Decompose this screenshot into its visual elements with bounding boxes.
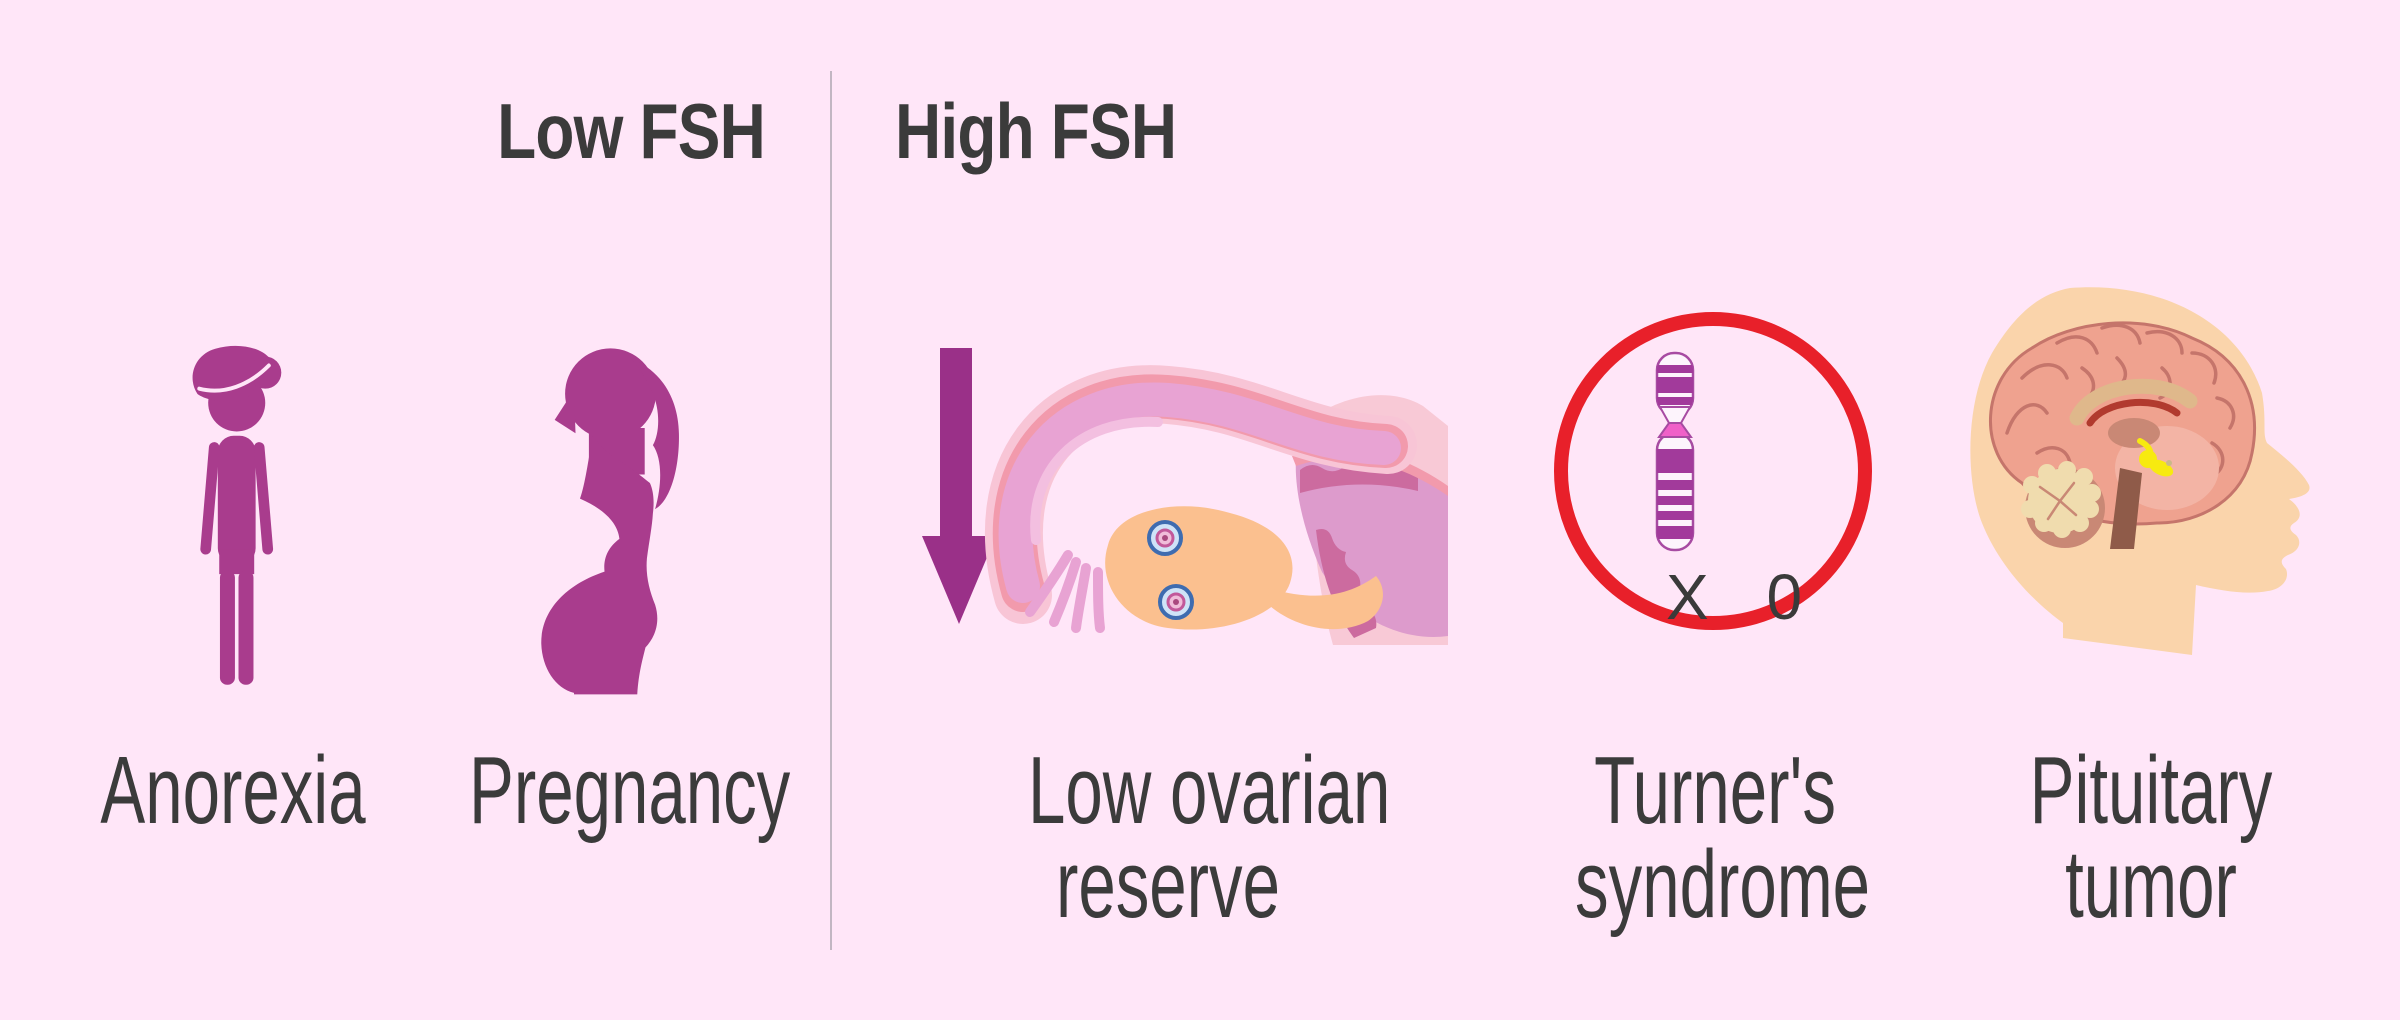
brain-pituitary-icon	[1970, 287, 2310, 655]
ovary-icon	[1105, 506, 1383, 630]
red-circle-icon	[1554, 312, 1872, 630]
figure-body	[541, 435, 658, 695]
figure-nose	[554, 390, 576, 434]
down-arrow-icon	[922, 348, 996, 624]
corpus-callosum	[2069, 378, 2198, 426]
fimbriae-icon	[1025, 550, 1105, 633]
figure-ponytail	[629, 358, 679, 510]
brainstem-icon	[2110, 468, 2142, 549]
label-pregnancy: Pregnancy	[469, 737, 791, 844]
karyotype-label: X 0	[1666, 561, 1822, 633]
figure-head	[565, 348, 656, 440]
figure-torso	[217, 435, 256, 565]
thalamus	[2108, 418, 2160, 448]
brain-icon	[1989, 321, 2256, 549]
figure-hair-bun	[249, 356, 282, 389]
hair-parting-highlight	[197, 363, 271, 393]
label-low-ovarian-reserve: Low ovarian reserve	[1028, 737, 1391, 938]
figure-arm	[200, 442, 220, 555]
fallopian-tube-icon	[985, 365, 1417, 624]
pregnant-woman-icon	[541, 348, 679, 695]
low-fsh-header: Low FSH	[497, 87, 766, 175]
figure-arm	[253, 442, 274, 555]
follicle-icon	[1147, 520, 1183, 556]
cerebellum-icon	[2021, 461, 2105, 548]
figure-leg	[238, 570, 254, 685]
pituitary-gland-icon	[2137, 438, 2174, 477]
anorexia-figure-icon	[192, 345, 282, 685]
section-divider	[830, 71, 832, 950]
label-turners-syndrome: Turner's syndrome	[1575, 737, 1871, 938]
follicle-icon	[1158, 584, 1194, 620]
figure-leg	[219, 570, 235, 685]
turner-karyotype-icon: X 0	[1554, 312, 1872, 633]
ovary-low-reserve-icon	[922, 348, 1448, 645]
label-pituitary-tumor: Pituitary tumor	[2029, 737, 2273, 938]
figure-hair	[192, 345, 274, 403]
x-chromosome-icon	[1655, 351, 1695, 552]
high-fsh-header: High FSH	[895, 87, 1177, 175]
label-anorexia: Anorexia	[100, 737, 366, 844]
